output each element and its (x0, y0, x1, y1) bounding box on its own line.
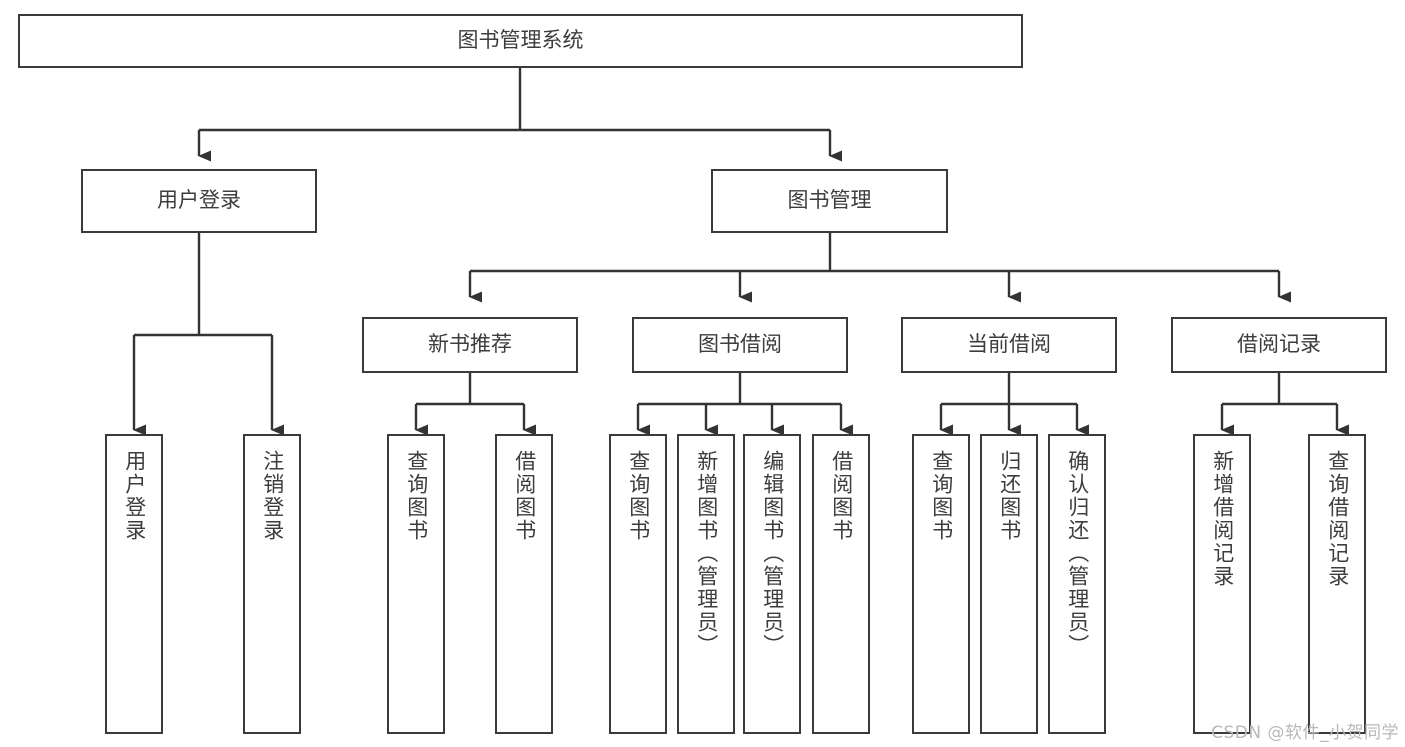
node-label: 借阅记录 (1237, 332, 1321, 357)
leaf-query-book-1[interactable]: 查询图书 (387, 434, 445, 734)
node-label: 用户登录 (122, 450, 147, 542)
node-current-borrow[interactable]: 当前借阅 (901, 317, 1117, 373)
node-root[interactable]: 图书管理系统 (18, 14, 1023, 68)
leaf-query-borrow-record[interactable]: 查询借阅记录 (1308, 434, 1366, 734)
node-label: 编辑图书（管理员） (760, 450, 785, 657)
node-label: 图书借阅 (698, 332, 782, 357)
node-label: 当前借阅 (967, 332, 1051, 357)
node-label: 新增图书（管理员） (694, 450, 719, 657)
leaf-borrow-book-1[interactable]: 借阅图书 (495, 434, 553, 734)
node-book-management[interactable]: 图书管理 (711, 169, 948, 233)
node-label: 确认归还（管理员） (1065, 450, 1090, 657)
node-label: 查询借阅记录 (1325, 450, 1350, 588)
leaf-return-book[interactable]: 归还图书 (980, 434, 1038, 734)
leaf-edit-book-admin[interactable]: 编辑图书（管理员） (743, 434, 801, 734)
leaf-logout[interactable]: 注销登录 (243, 434, 301, 734)
node-new-book-recommend[interactable]: 新书推荐 (362, 317, 578, 373)
leaf-borrow-book-2[interactable]: 借阅图书 (812, 434, 870, 734)
node-label: 新书推荐 (428, 332, 512, 357)
node-label: 用户登录 (157, 188, 241, 213)
leaf-query-book-3[interactable]: 查询图书 (912, 434, 970, 734)
node-label: 查询图书 (626, 450, 651, 542)
node-label: 查询图书 (404, 450, 429, 542)
node-label: 归还图书 (997, 450, 1022, 542)
node-user-login[interactable]: 用户登录 (81, 169, 317, 233)
node-book-borrow[interactable]: 图书借阅 (632, 317, 848, 373)
node-label: 借阅图书 (829, 450, 854, 542)
leaf-user-login[interactable]: 用户登录 (105, 434, 163, 734)
watermark: CSDN @软件_小贺同学 (1211, 723, 1399, 743)
node-label: 借阅图书 (512, 450, 537, 542)
node-label: 图书管理系统 (457, 28, 584, 53)
leaf-add-book-admin[interactable]: 新增图书（管理员） (677, 434, 735, 734)
node-label: 图书管理 (787, 188, 872, 213)
leaf-add-borrow-record[interactable]: 新增借阅记录 (1193, 434, 1251, 734)
leaf-query-book-2[interactable]: 查询图书 (609, 434, 667, 734)
node-label: 新增借阅记录 (1210, 450, 1235, 588)
leaf-confirm-return-admin[interactable]: 确认归还（管理员） (1048, 434, 1106, 734)
node-borrow-record[interactable]: 借阅记录 (1171, 317, 1387, 373)
node-label: 注销登录 (260, 450, 285, 542)
node-label: 查询图书 (929, 450, 954, 542)
